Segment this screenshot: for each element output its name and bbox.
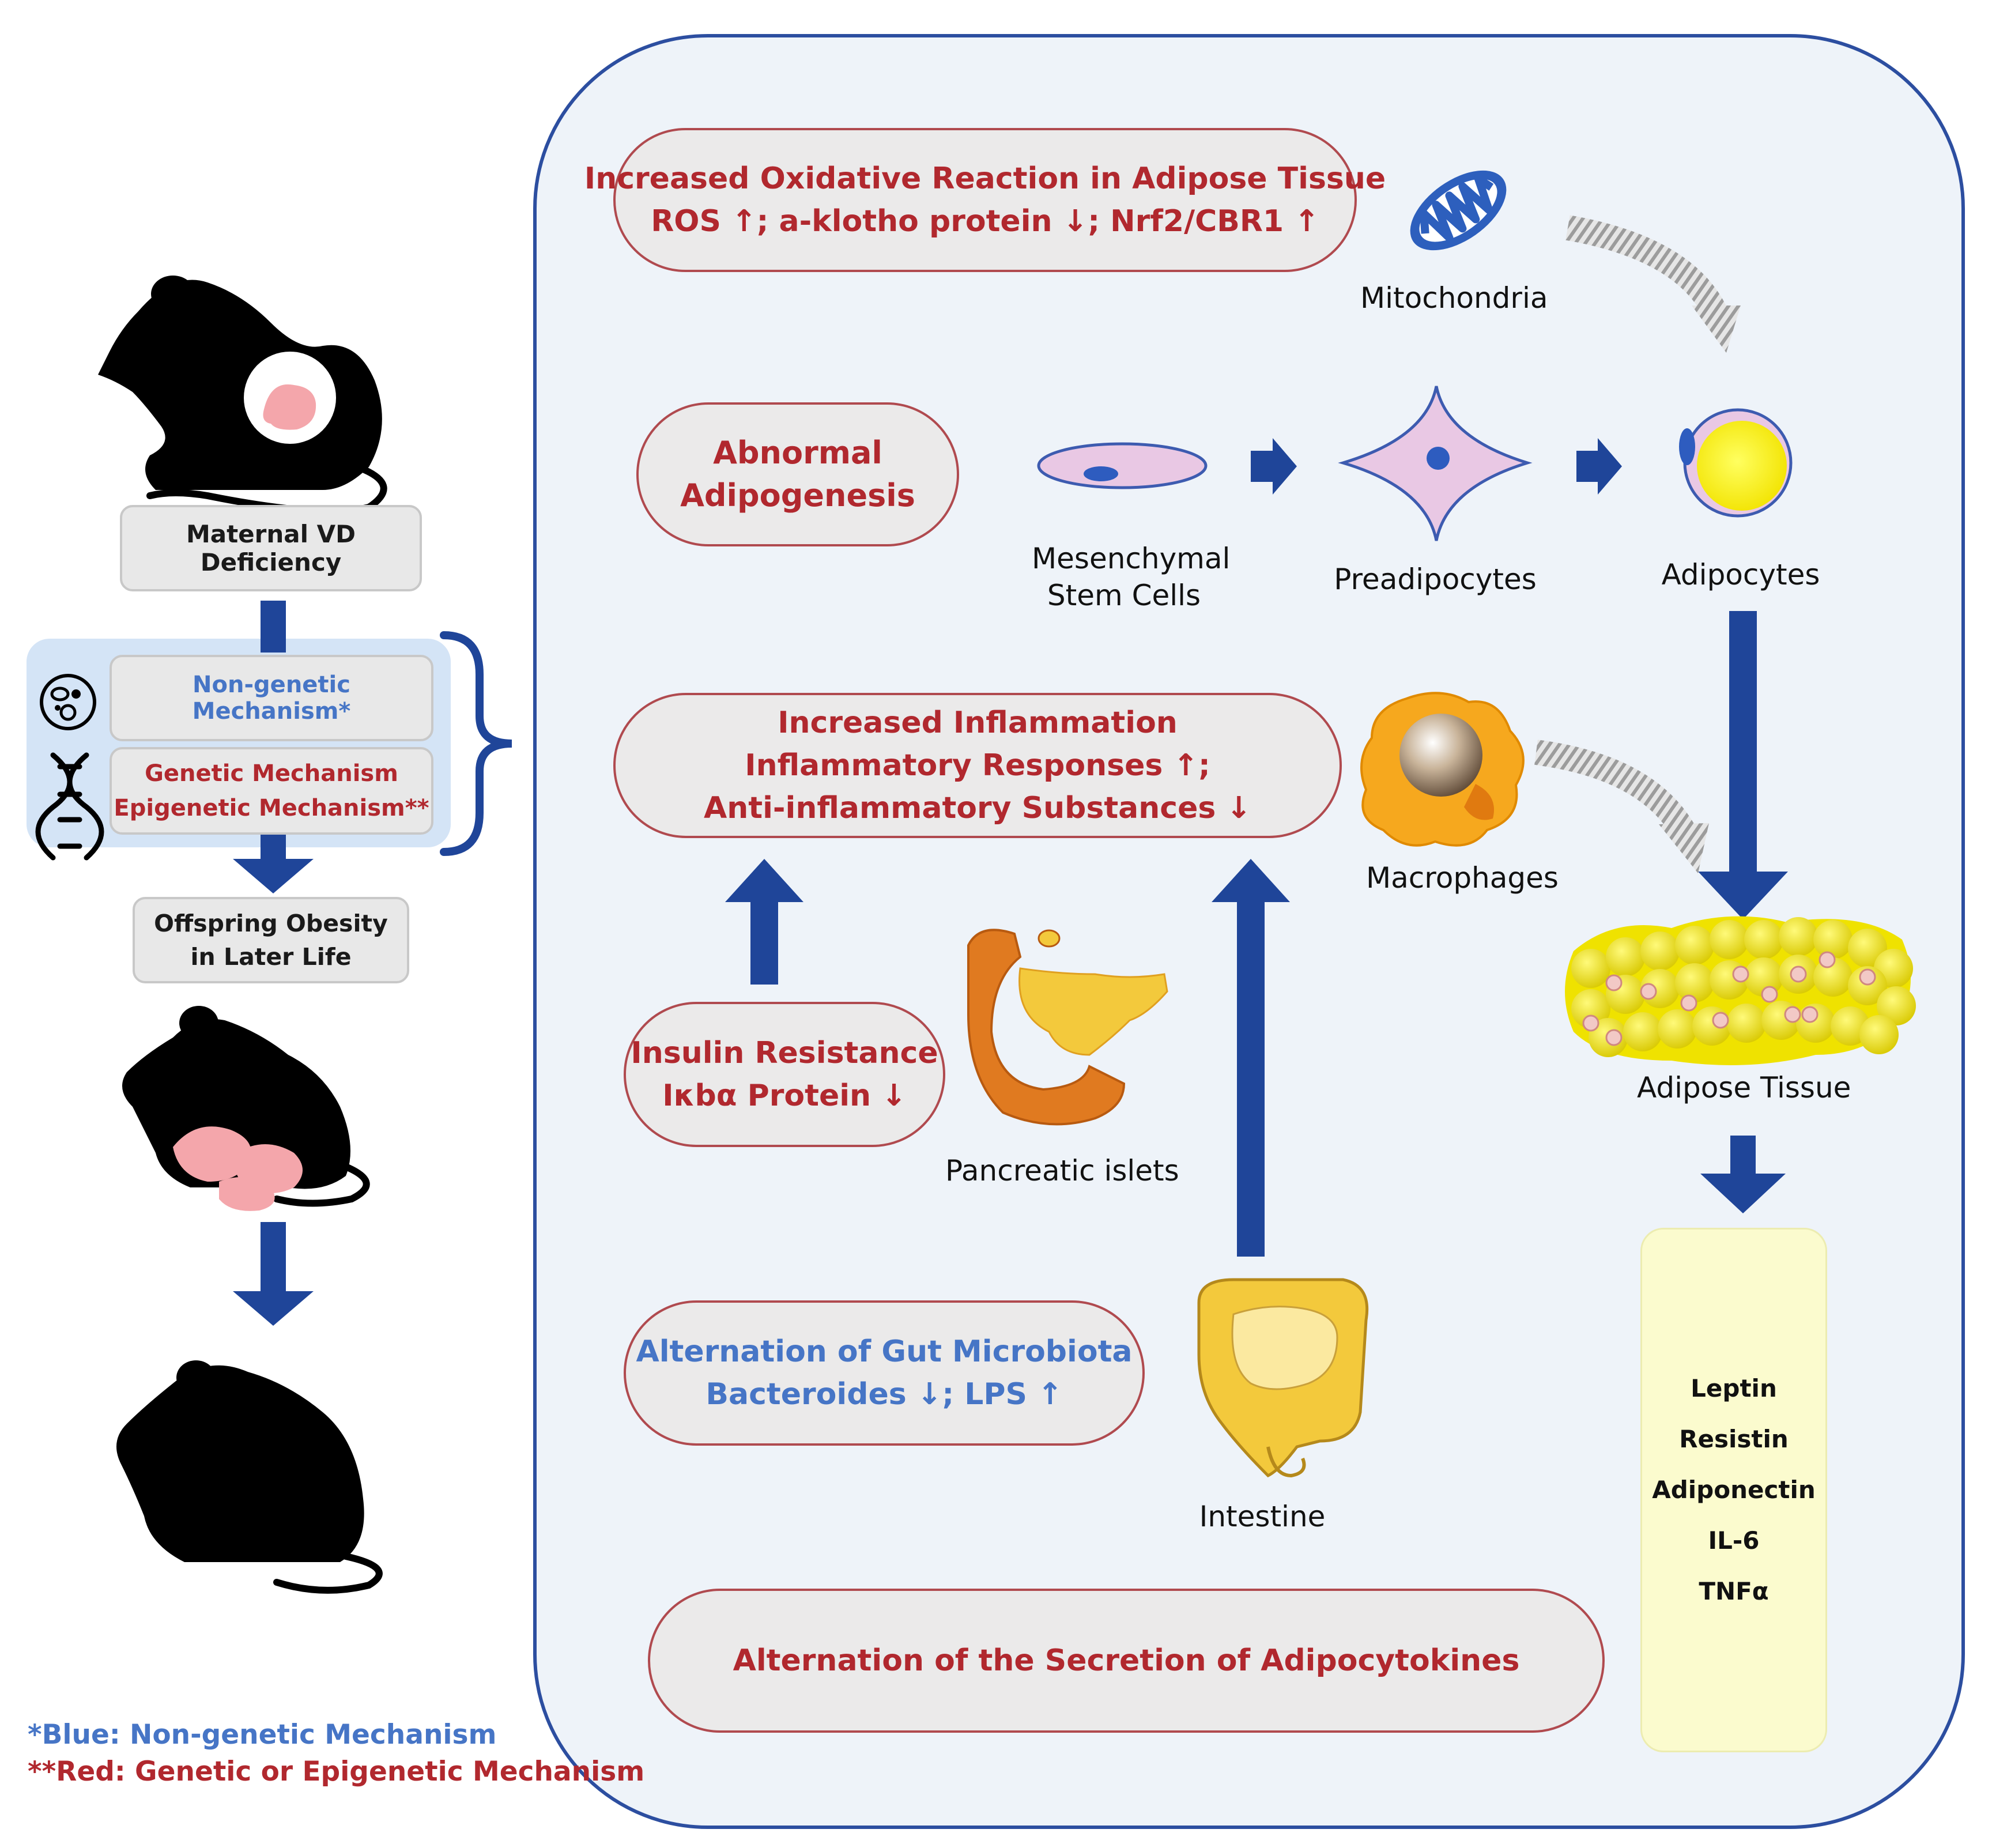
ikba-protein: Iκbα Protein ↓ [662,1078,907,1113]
inflammation-pill: Increased Inflammation Inflammatory Resp… [613,693,1342,838]
mitochondria-label: Mitochondria [1360,281,1548,315]
maternal-vd-box: Maternal VD Deficiency [120,505,422,591]
gray-arrow-mito [1565,215,1726,318]
oxidative-reaction-pill: Increased Oxidative Reaction in Adipose … [584,128,1386,272]
oxidative-markers: ROS ↑; a-klotho protein ↓; Nrf2/CBR1 ↑ [651,204,1319,239]
msc-label-2: Stem Cells [1047,579,1201,612]
legend-blue: *Blue: Non-genetic Mechanism [28,1719,497,1751]
offspring-line-2: in Later Life [190,943,352,971]
dna-icon [35,752,104,861]
genetic-label: Genetic Mechanism [145,760,398,787]
obese-mouse-icon [116,1360,383,1594]
adipocytokines-pill: Alternation of the Secretion of Adipocyt… [648,1589,1605,1733]
adipocytes-label: Adipocytes [1661,558,1820,591]
oxidative-title: Increased Oxidative Reaction in Adipose … [584,161,1386,196]
gut-microbiota-pill: Alternation of Gut Microbiota Bacteroide… [624,1300,1145,1446]
adipose-tissue-label: Adipose Tissue [1637,1071,1851,1104]
offspring-line-1: Offspring Obesity [154,910,388,937]
cytokine-adiponectin: Adiponectin [1652,1476,1816,1504]
insulin-resistance-pill: Insulin Resistance Iκbα Protein ↓ [624,1002,945,1147]
nongenetic-label: Non-genetic Mechanism* [192,672,351,725]
adipocytokine-box: Leptin Resistin Adiponectin IL-6 TNFα [1640,1228,1827,1752]
epigenetic-label: Epigenetic Mechanism** [114,795,429,821]
intestine-label: Intestine [1199,1500,1326,1533]
cytokine-resistin: Resistin [1679,1425,1789,1453]
adipose-tissue-icon [1565,916,1916,1065]
preadipocytes-label: Preadipocytes [1334,563,1537,596]
anti-inflammatory: Anti-inflammatory Substances ↓ [703,791,1251,825]
gray-arrow-macro [1534,740,1694,837]
macrophage-icon [1360,692,1525,847]
inflammation-responses: Inflammatory Responses ↑; [745,748,1210,783]
mouse-with-pups-icon [122,1006,370,1211]
gut-markers: Bacteroides ↓; LPS ↑ [705,1377,1063,1412]
preadipocyte-icon [1338,386,1533,541]
insulin-title: Insulin Resistance [631,1036,938,1070]
intestine-icon [1197,1278,1369,1478]
maternal-vd-label: Maternal VD Deficiency [186,520,356,576]
curly-brace [440,631,512,856]
mesenchymal-cell-icon [1037,442,1208,489]
legend-red: **Red: Genetic or Epigenetic Mechanism [28,1756,645,1787]
pancreatic-islets-label: Pancreatic islets [945,1154,1179,1187]
cytokine-tnfa: TNFα [1699,1577,1769,1605]
cytokine-il6: IL-6 [1708,1526,1760,1555]
adipocyte-icon [1679,408,1793,518]
inflammation-title: Increased Inflammation [778,706,1178,740]
abnormal-adipogenesis-pill: Abnormal Adipogenesis [636,402,959,546]
mitochondria-icon [1410,170,1507,251]
pregnant-mouse-icon [98,276,387,515]
gut-title: Alternation of Gut Microbiota [636,1334,1133,1369]
offspring-obesity-box: Offspring Obesity in Later Life [133,897,409,983]
cytokine-leptin: Leptin [1691,1374,1777,1402]
pancreas-icon [967,929,1168,1126]
nongenetic-box: Non-genetic Mechanism* [110,655,433,741]
macrophages-label: Macrophages [1366,861,1559,895]
adipogenesis-line-1: Abnormal [713,435,882,471]
adipocytokines-title: Alternation of the Secretion of Adipocyt… [733,1643,1520,1678]
genetic-box: Genetic Mechanism Epigenetic Mechanism** [110,747,433,835]
adipogenesis-line-2: Adipogenesis [680,477,915,514]
msc-label-1: Mesenchymal [1032,542,1231,575]
virus-cell-icon [40,674,96,730]
